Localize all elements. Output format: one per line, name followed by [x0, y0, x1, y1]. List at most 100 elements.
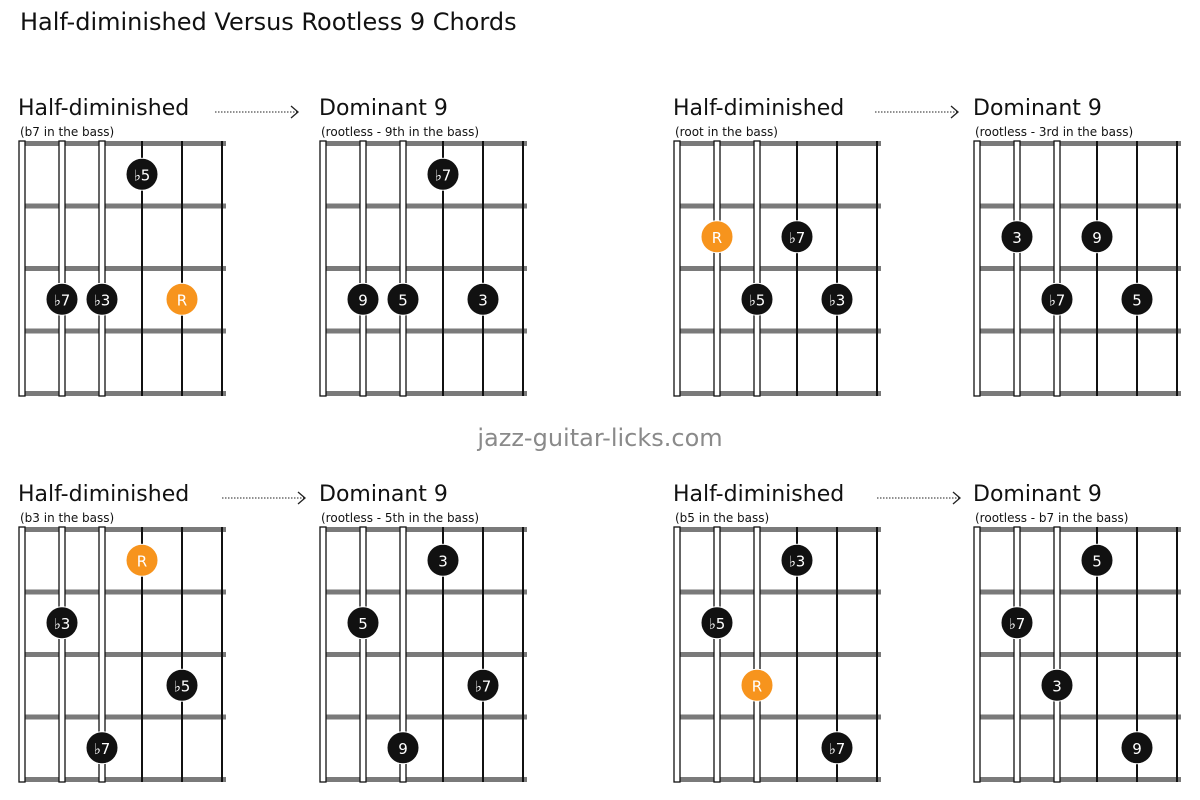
- chord-diagram: Half-diminished (b3 in the bass) R ♭3 ♭5 ♭7: [18, 482, 306, 783]
- string-line: [753, 140, 761, 397]
- note-dot: ♭3: [780, 543, 814, 577]
- fret-line: [22, 391, 226, 396]
- note-label: ♭7: [435, 166, 452, 184]
- fretboard: ♭5 ♭7 ♭3 R: [18, 140, 226, 397]
- fret-line: [977, 141, 1181, 146]
- fret-line: [323, 652, 527, 657]
- note-dot: ♭7: [426, 157, 460, 191]
- note-label: ♭3: [829, 291, 846, 309]
- note-dot: 3: [466, 282, 500, 316]
- diagram-subtitle: (rootless - 9th in the bass): [321, 125, 480, 139]
- string-line: [753, 526, 761, 783]
- string-line: [673, 140, 681, 397]
- string-line: [836, 141, 838, 396]
- note-label: 5: [358, 615, 368, 633]
- note-dot: ♭3: [820, 282, 854, 316]
- root-note-dot: R: [740, 668, 774, 702]
- note-label: ♭7: [1009, 615, 1026, 633]
- fret-line: [323, 714, 527, 720]
- string-line: [181, 527, 183, 782]
- string-line: [1096, 527, 1098, 782]
- note-label: 9: [1092, 229, 1102, 247]
- string-line: [1096, 141, 1098, 396]
- string-line: [522, 141, 524, 396]
- root-note-dot: R: [125, 543, 159, 577]
- fret-line: [323, 777, 527, 782]
- string-line: [399, 526, 407, 783]
- note-dot: ♭7: [45, 282, 79, 316]
- string-line: [141, 527, 143, 782]
- string-line: [973, 526, 981, 783]
- note-label: ♭7: [54, 291, 71, 309]
- note-dot: ♭7: [85, 731, 119, 765]
- note-label: 3: [438, 552, 448, 570]
- dotted-arrow-icon: [877, 491, 961, 505]
- note-label: R: [177, 291, 187, 309]
- note-dot: 3: [1040, 668, 1074, 702]
- diagram-title: Half-diminished: [673, 482, 845, 507]
- fret-line: [677, 203, 881, 209]
- string-line: [836, 527, 838, 782]
- note-dot: ♭5: [740, 282, 774, 316]
- string-line: [1053, 526, 1061, 783]
- dotted-arrow-icon: [222, 491, 306, 505]
- string-line: [98, 140, 106, 397]
- diagram-title: Half-diminished: [18, 482, 190, 507]
- fret-line: [677, 328, 881, 334]
- fret-line: [323, 589, 527, 595]
- fret-line: [22, 652, 226, 657]
- fret-line: [677, 527, 881, 532]
- string-line: [1053, 140, 1061, 397]
- string-line: [1176, 141, 1178, 396]
- note-label: 9: [1132, 740, 1142, 758]
- note-dot: 3: [426, 543, 460, 577]
- string-line: [319, 526, 327, 783]
- fretboard: ♭3♭5R♭7: [673, 526, 881, 783]
- note-dot: ♭5: [125, 157, 159, 191]
- note-label: ♭3: [789, 552, 806, 570]
- diagram-subtitle: (b3 in the bass): [20, 511, 115, 525]
- chord-diagram: Dominant 9(rootless - b7 in the bass)5♭7…: [973, 482, 1200, 783]
- note-label: ♭3: [94, 291, 111, 309]
- diagram-subtitle: (rootless - 5th in the bass): [321, 511, 480, 525]
- string-line: [18, 526, 26, 783]
- chord-diagram: Dominant 9 (rootless - 9th in the bass) ♭7…: [319, 96, 551, 397]
- diagram-title: Dominant 9: [319, 96, 448, 121]
- fret-line: [677, 589, 881, 595]
- note-label: R: [712, 229, 722, 247]
- note-dot: 9: [346, 282, 380, 316]
- fret-line: [323, 203, 527, 209]
- diagram-subtitle: (rootless - 3rd in the bass): [975, 125, 1134, 139]
- note-label: 3: [1052, 677, 1062, 695]
- note-dot: 9: [1120, 731, 1154, 765]
- note-dot: 5: [386, 282, 420, 316]
- string-line: [58, 140, 66, 397]
- note-dot: 9: [1080, 220, 1114, 254]
- dotted-arrow-icon: [215, 105, 299, 119]
- diagram-title: Dominant 9: [973, 482, 1102, 507]
- note-label: ♭5: [174, 677, 191, 695]
- fret-line: [977, 266, 1181, 271]
- dotted-arrow-icon: [875, 105, 959, 119]
- fretboard: 35♭79: [319, 526, 527, 783]
- fret-line: [323, 391, 527, 396]
- string-line: [221, 141, 223, 396]
- note-dot: 9: [386, 731, 420, 765]
- string-line: [1176, 527, 1178, 782]
- fret-line: [977, 714, 1181, 720]
- string-line: [973, 140, 981, 397]
- fret-line: [22, 328, 226, 334]
- fret-line: [677, 391, 881, 396]
- string-line: [796, 141, 798, 396]
- note-label: 5: [398, 291, 408, 309]
- fret-line: [977, 328, 1181, 334]
- fretboard: R ♭3 ♭5 ♭7: [18, 526, 226, 783]
- fret-line: [323, 266, 527, 271]
- note-label: ♭7: [829, 740, 846, 758]
- fret-line: [977, 203, 1181, 209]
- string-line: [1136, 141, 1138, 396]
- note-label: ♭7: [1049, 291, 1066, 309]
- note-label: ♭3: [54, 615, 71, 633]
